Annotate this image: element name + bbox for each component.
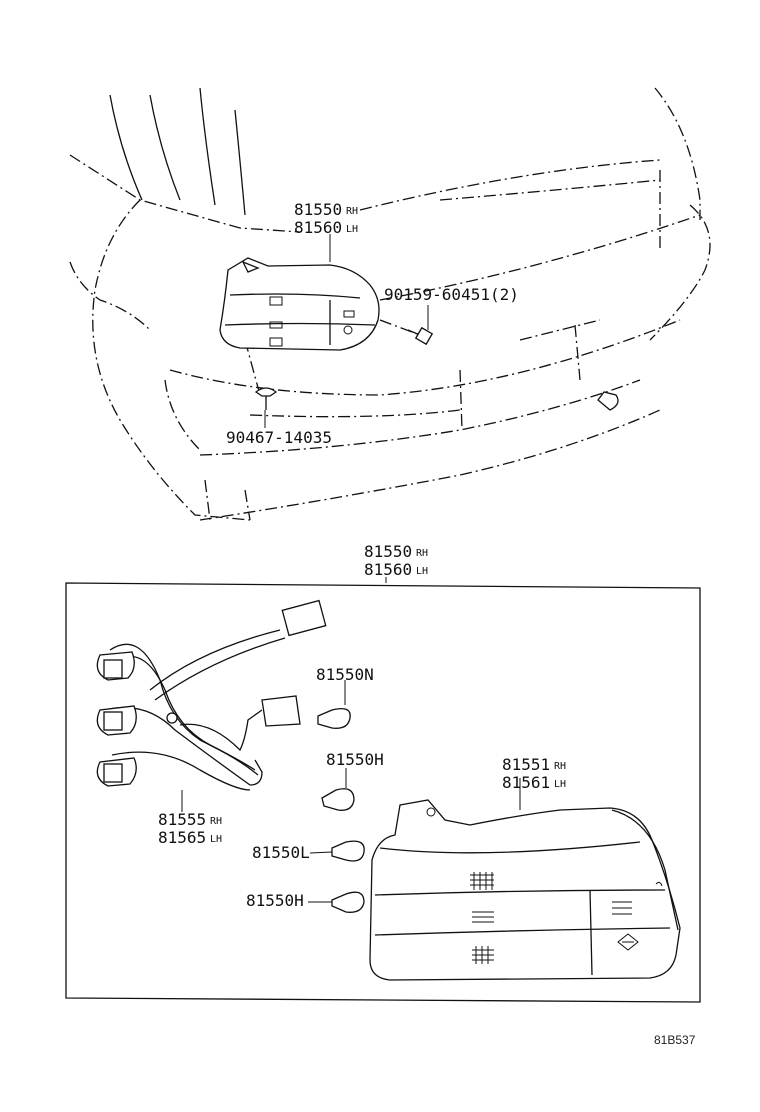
bulb-81550h-lower: [308, 891, 365, 913]
socket-wire-harness: [96, 599, 327, 812]
callout-socket-wire-rh-part: 81555: [158, 810, 206, 829]
callout-top-assembly: 81550 RH 81560 LH: [294, 200, 358, 237]
callout-box-assembly-rh-tag: RH: [416, 548, 428, 559]
callout-top-assembly-rh-tag: RH: [346, 206, 358, 217]
callout-top-assembly-lh-part: 81560: [294, 218, 342, 237]
callout-screw: 90159-60451(2): [384, 285, 519, 304]
bulb-81550h-upper: [321, 768, 355, 811]
tail-lamp-lens: [369, 778, 681, 981]
callout-socket-wire-lh-part: 81565: [158, 828, 206, 847]
screw-fastener: [407, 326, 434, 346]
callout-top-assembly-lh-tag: LH: [346, 224, 358, 235]
figure-code: 81B537: [654, 1033, 696, 1047]
callout-box-assembly-lh-part: 81560: [364, 560, 412, 579]
callout-socket-wire-rh-tag: RH: [210, 816, 222, 827]
clip-fastener: [254, 387, 278, 410]
callout-lens-rh-tag: RH: [554, 761, 566, 772]
callout-bulb-l: 81550L: [252, 843, 310, 862]
callout-box-assembly: 81550 RH 81560 LH: [364, 542, 428, 579]
vehicle-body-outline: [69, 87, 711, 521]
callout-box-assembly-lh-tag: LH: [416, 566, 428, 577]
callout-box-assembly-rh-part: 81550: [364, 542, 412, 561]
callout-top-assembly-rh-part: 81550: [294, 200, 342, 219]
leader-lines-top: [264, 234, 429, 428]
bulb-81550n: [317, 680, 351, 729]
callout-lens-lh-part: 81561: [502, 773, 550, 792]
callout-bulb-h1: 81550H: [326, 750, 384, 769]
tail-lamp-installed: [219, 257, 380, 351]
bulb-81550l: [309, 840, 365, 862]
callout-socket-wire: 81555 RH 81565 LH: [158, 810, 222, 847]
callout-bulb-n: 81550N: [316, 665, 374, 684]
callout-lens-lh-tag: LH: [554, 779, 566, 790]
exploded-box-frame: [65, 582, 701, 1003]
callout-clip: 90467-14035: [226, 428, 332, 447]
callout-bulb-h2: 81550H: [246, 891, 304, 910]
callout-lens: 81551 RH 81561 LH: [502, 755, 566, 792]
callout-lens-rh-part: 81551: [502, 755, 550, 774]
callout-socket-wire-lh-tag: LH: [210, 834, 222, 845]
